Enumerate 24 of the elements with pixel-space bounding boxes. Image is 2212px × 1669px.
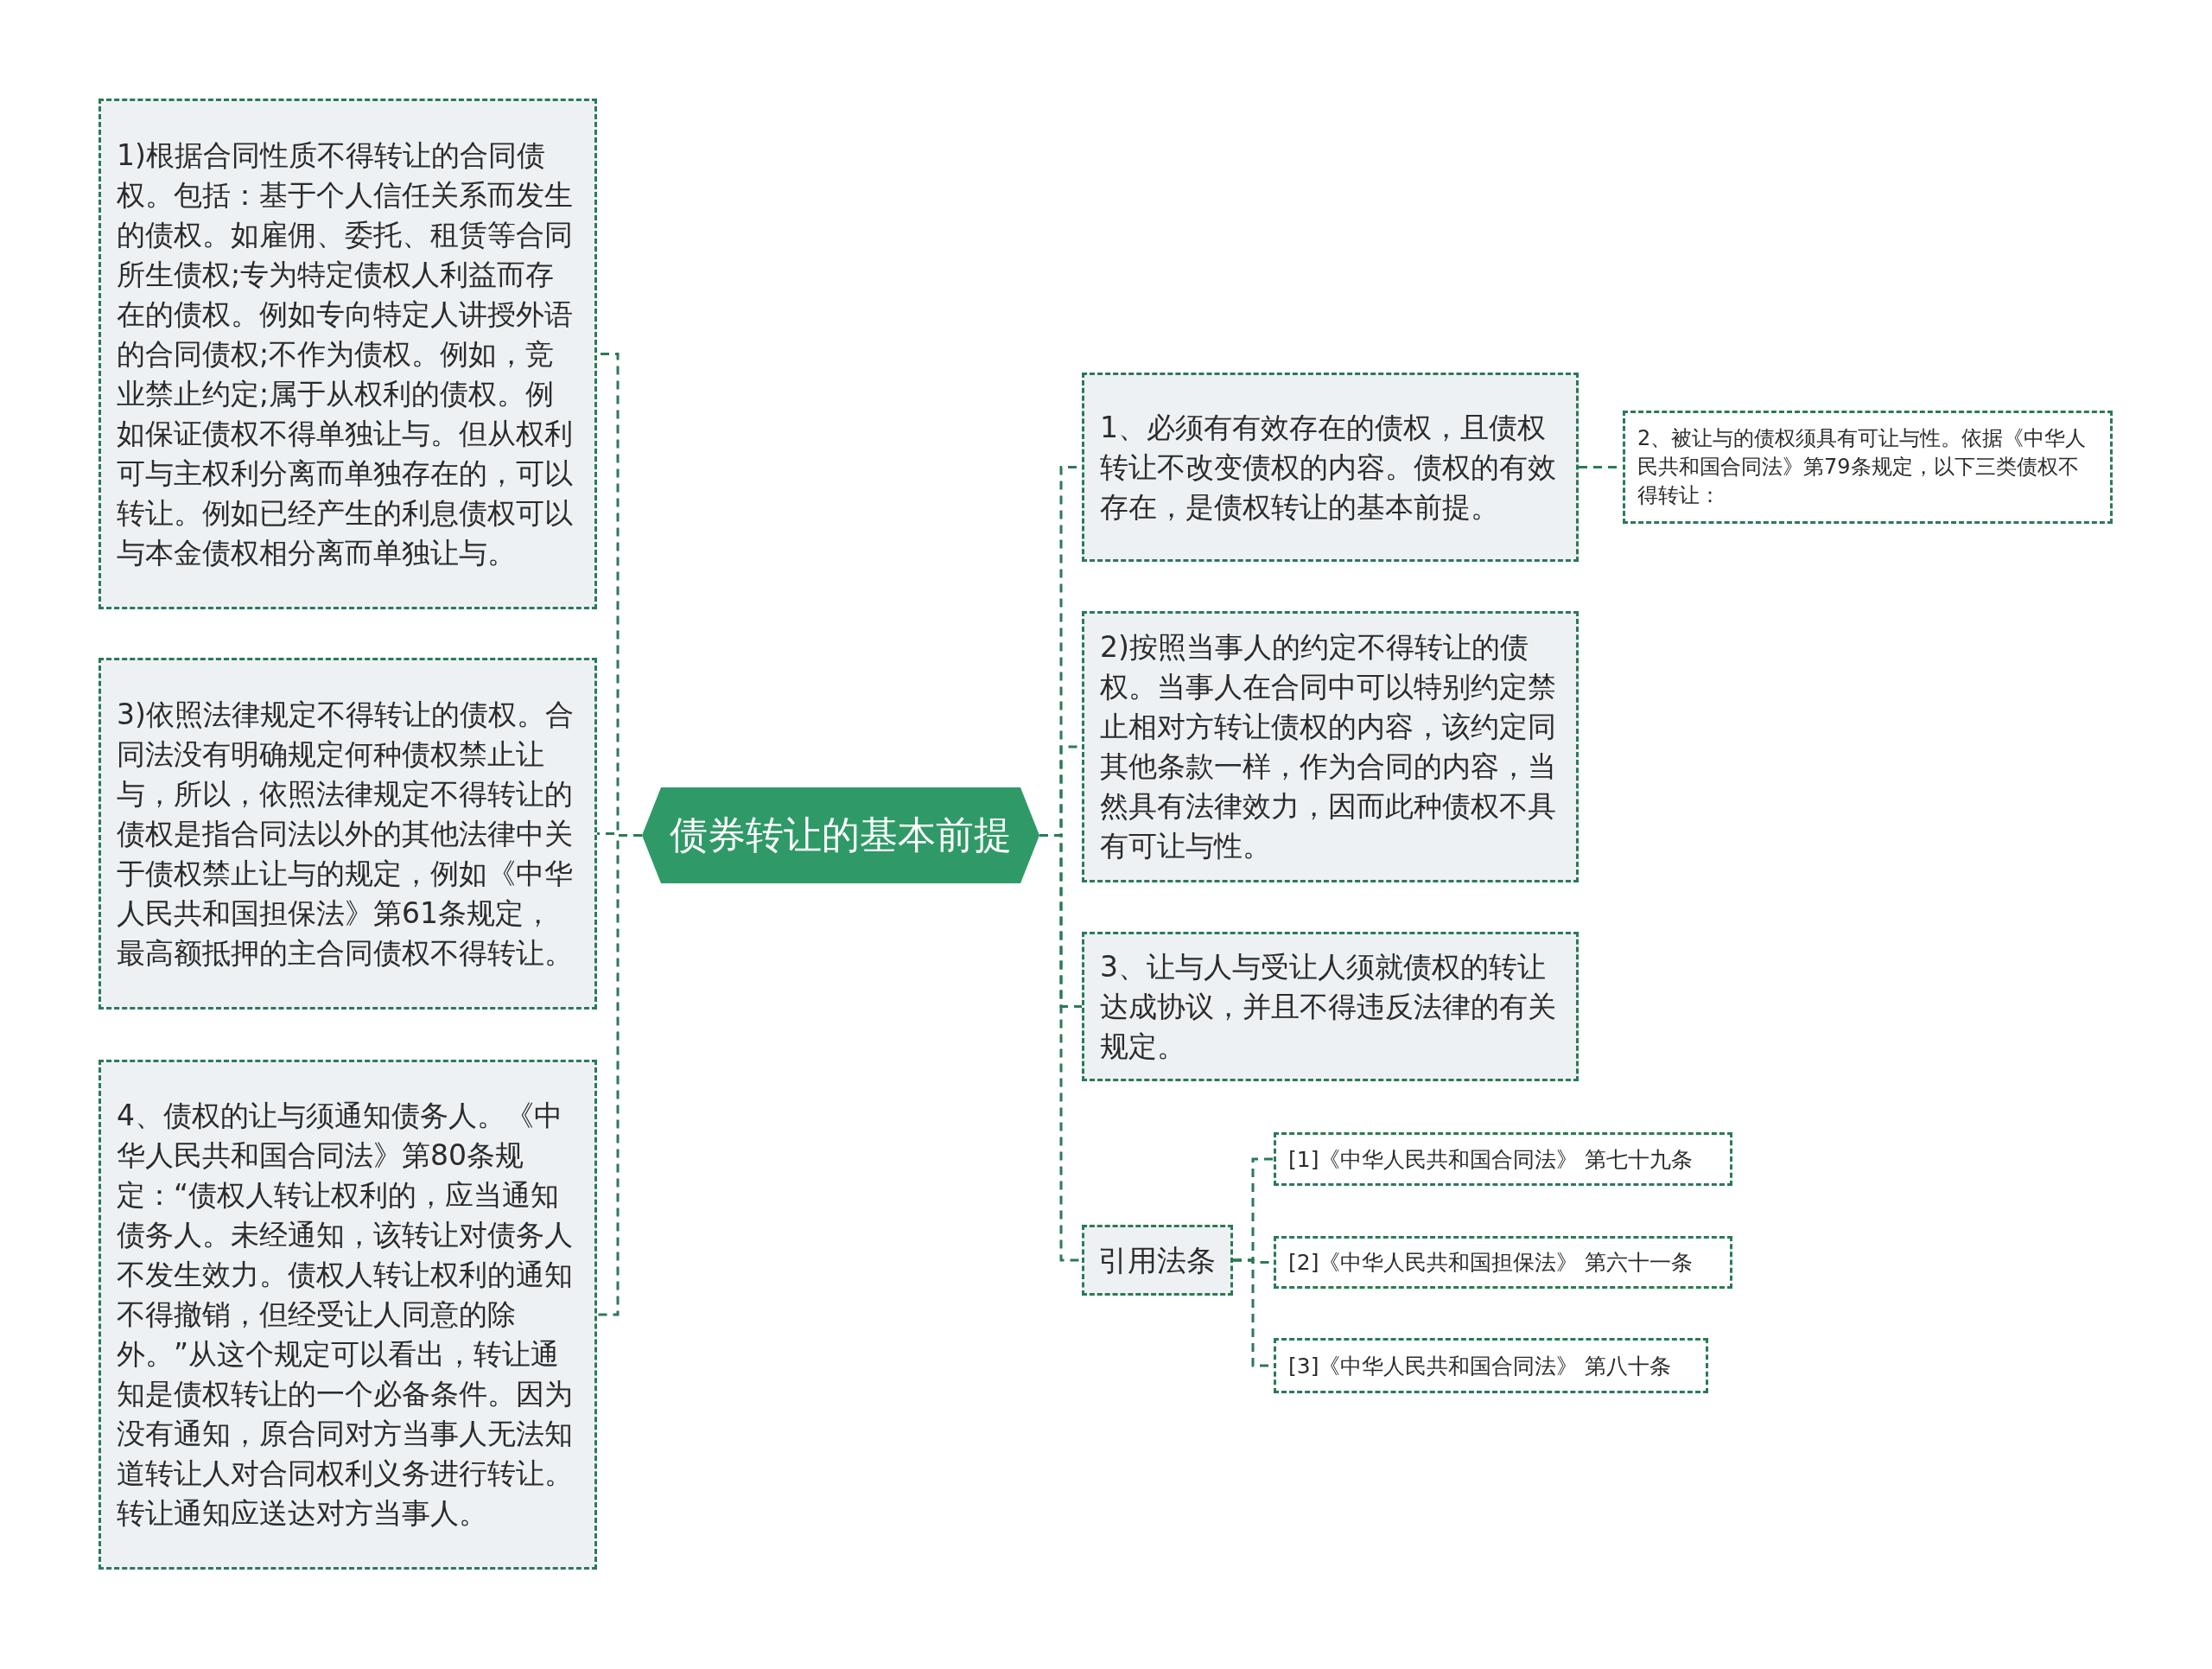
dashed-box [1274,1132,1732,1186]
dashed-box [99,658,597,1010]
node-text: 1)根据合同性质不得转让的合同债权。包括：基于个人信任关系而发生的债权。如雇佣、委托、租赁等合同所生债权;专为特定债权人利益而存在的债权。例如专向特定人讲授外语的合同债权;不作为债权。例如，竞业禁止约定;属于从权利的债权。例如保证债权不得单独让与。但从权利可与主权利分离而单独存在的，可以转让。例如已经产生的利息债权可以与本金债权相分离而单独让与。 [117,137,574,571]
node-text: 4、债权的让与须通知债务人。《中华人民共和国合同法》第80条规定：“债权人转让权利的，应当通知债务人。未经通知，该转让对债务人不发生效力。债权人转让权利的通知不得撤销，但经受让人同意的除外。”从这个规定可以看出，转让通知是债权转让的一个必备条件。因为没有通知，原合同对方当事人无法知道转让人对合同权利义务进行转让。转让通知应送达对方当事人。 [117,1098,574,1532]
dashed-box [99,99,597,609]
node-text: 3)依照法律规定不得转让的债权。合同法没有明确规定何种债权禁止让与，所以，依照法律规定不得转让的债权是指合同法以外的其他法律中关于债权禁止让与的规定，例如《中华人民共和国担保法》第61条规定，最高额抵押的主合同债权不得转让。 [117,696,575,971]
node-text: [3]《中华人民共和国合同法》 第八十条 [1288,1352,1672,1380]
dashed-box [1623,411,2113,524]
node-text: [1]《中华人民共和国合同法》 第七十九条 [1288,1145,1694,1174]
node-text: 3、让与人与受让人须就债权的转让达成协议，并且不得违反法律的有关规定。 [1100,948,1557,1065]
node-text: [2]《中华人民共和国担保法》 第六十一条 [1288,1249,1694,1277]
node-text: 2、被让与的债权须具有可让与性。依据《中华人民共和国合同法》第79条规定，以下三类债权不得转让： [1637,425,2088,509]
node-text: 2)按照当事人的约定不得转让的债权。当事人在合同中可以特别约定禁止相对方转让债权的内容，该约定同其他条款一样，作为合同的内容，当然具有法律效力，因而此种债权不具有可让与性。 [1100,629,1557,864]
dashed-box [1082,611,1579,882]
dashed-box [1274,1236,1732,1289]
dashed-box [1274,1338,1708,1393]
dashed-box [1082,932,1579,1081]
node-text: 1、必须有有效存在的债权，且债权转让不改变债权的内容。债权的有效存在，是债权转让的基本前提。 [1100,409,1557,526]
node-text: 引用法条 [1098,1241,1216,1279]
dashed-box [1082,373,1579,562]
topic-hexagon [642,787,1039,883]
dashed-box [1082,1225,1233,1296]
dashed-box [99,1060,597,1570]
topic-title: 债券转让的基本前提 [670,812,1012,858]
